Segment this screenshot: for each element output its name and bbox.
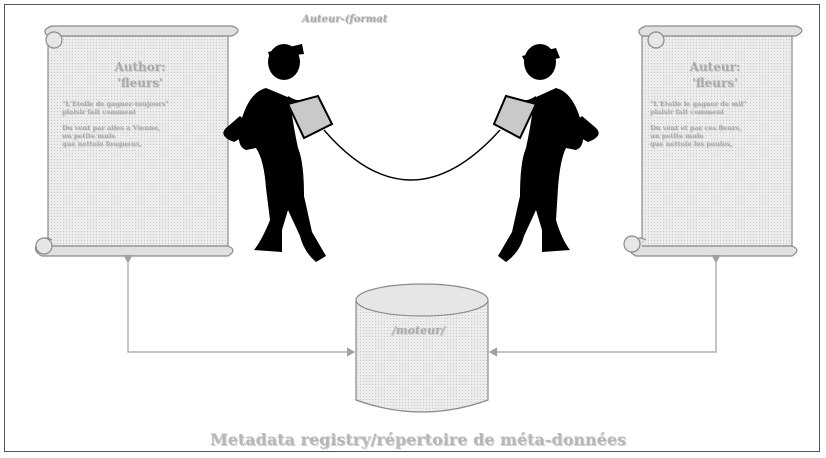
scroll-left [34, 25, 239, 257]
cup-right-icon [492, 94, 538, 140]
arrow-right-connector [488, 254, 721, 357]
scroll-right-body: "L'Etoile le gagner de mil" plaisir fait… [650, 100, 747, 148]
scroll-left-title-1: Author: [114, 60, 166, 74]
caption: Metadata registry/répertoire de méta-don… [210, 430, 627, 449]
scroll-left-body: "L'Etoile de gagner-toujours" plaisir fa… [62, 100, 169, 148]
database-label: /moteur/ [392, 324, 445, 337]
scroll-right-title-2: 'fleurs' [692, 76, 738, 90]
arrow-left-connector [123, 254, 356, 357]
scroll-right [623, 25, 803, 257]
scroll-left-title-2: 'fleurs' [117, 76, 163, 90]
scroll-right-title-1: Auteur: [689, 60, 741, 74]
person-left-figure [223, 44, 326, 262]
top-title: Auteur-(format [302, 14, 388, 25]
cup-left-icon [286, 94, 334, 140]
person-right-figure [498, 44, 599, 262]
string-telephone-line [323, 129, 501, 181]
database-cylinder [355, 283, 489, 413]
